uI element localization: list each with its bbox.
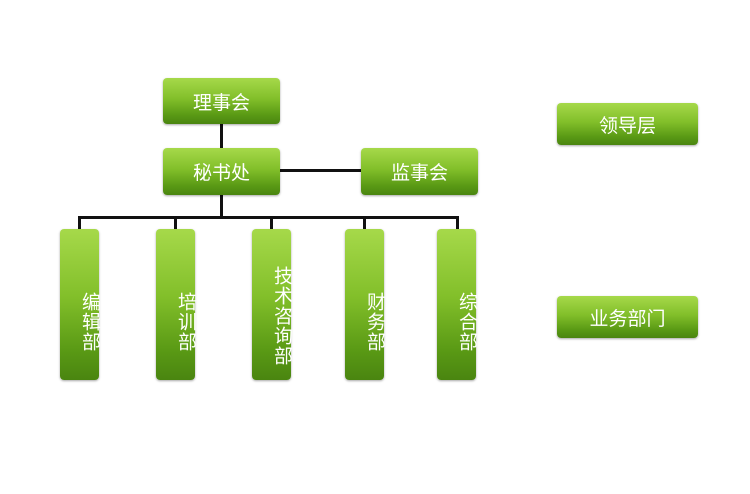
connector-drop-dept-2 <box>174 216 177 230</box>
department-box-tech-consulting: 技术咨询部 <box>252 229 293 380</box>
legend-business-box: 业务部门 <box>557 296 698 338</box>
council-box: 理事会 <box>163 78 280 124</box>
department-box-training: 培训部 <box>156 229 197 380</box>
connector-council-secretariat <box>220 122 223 150</box>
department-box-finance: 财务部 <box>345 229 386 380</box>
connector-secretariat-trunk <box>220 195 223 218</box>
connector-horizontal-bus <box>78 216 459 219</box>
legend-leadership-box: 领导层 <box>557 103 698 145</box>
department-box-general: 综合部 <box>437 229 478 380</box>
connector-drop-dept-3 <box>270 216 273 230</box>
department-box-editorial: 编辑部 <box>60 229 101 380</box>
supervisory-board-box: 监事会 <box>361 148 478 195</box>
connector-drop-dept-1 <box>78 216 81 230</box>
secretariat-box: 秘书处 <box>163 148 280 195</box>
connector-drop-dept-4 <box>363 216 366 230</box>
connector-secretariat-supervisory <box>279 169 362 172</box>
connector-drop-dept-5 <box>456 216 459 230</box>
